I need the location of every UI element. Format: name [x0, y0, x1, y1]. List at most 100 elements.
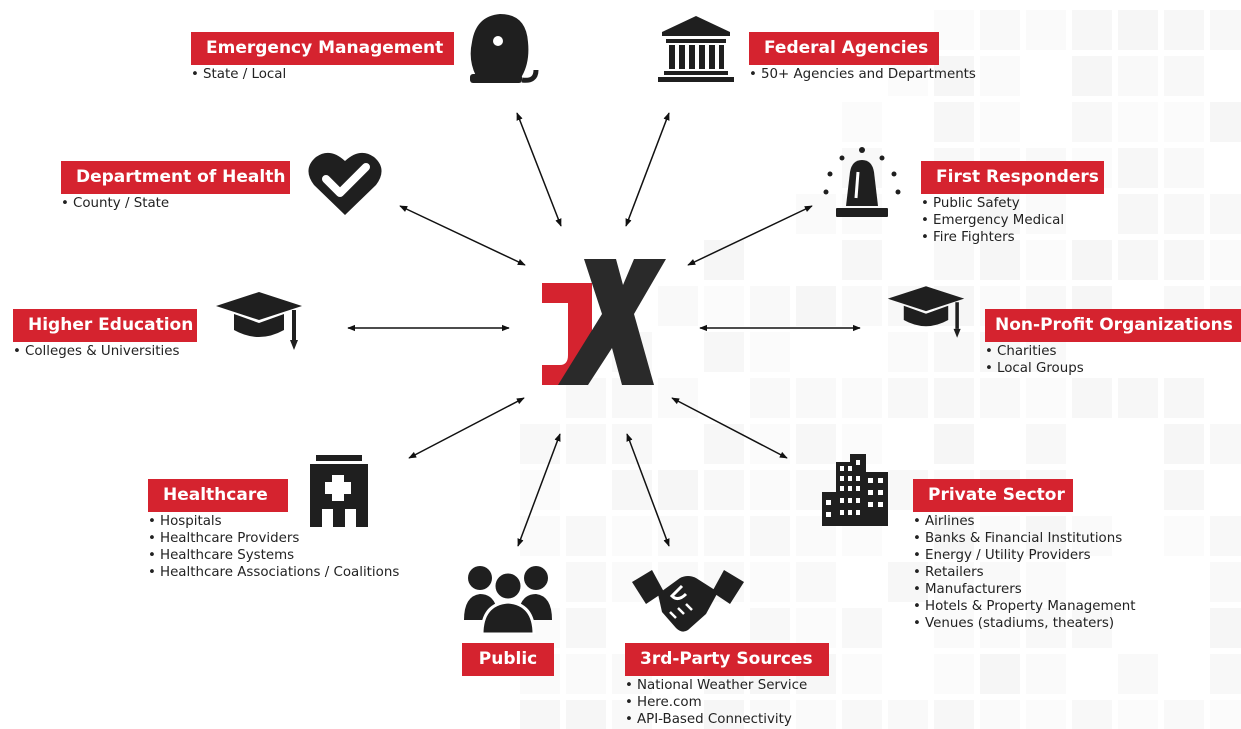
- background-tile: [1026, 378, 1066, 418]
- background-tile: [842, 378, 882, 418]
- background-tile: [1072, 240, 1112, 280]
- background-tile: [1072, 56, 1112, 96]
- background-tile: [750, 516, 790, 556]
- background-tile: [750, 286, 790, 326]
- node-bullets: Charities Local Groups: [985, 343, 1241, 377]
- bullet-item: Hospitals: [148, 513, 399, 530]
- background-tile: [1164, 240, 1204, 280]
- background-tile: [980, 654, 1020, 694]
- background-tile: [1210, 424, 1241, 464]
- bullet-item: National Weather Service: [625, 677, 829, 694]
- node-title: Emergency Management: [191, 32, 454, 65]
- node-bullets: County / State: [61, 195, 290, 212]
- node-public: Public: [462, 643, 554, 676]
- node-federal-agencies: Federal Agencies 50+ Agencies and Depart…: [749, 32, 976, 83]
- background-tile: [1072, 378, 1112, 418]
- background-tile: [1118, 56, 1158, 96]
- background-tile: [1118, 194, 1158, 234]
- background-tile: [1210, 240, 1241, 280]
- node-title: Public: [462, 643, 554, 676]
- background-tile: [1210, 608, 1241, 648]
- bullet-item: Hotels & Property Management: [913, 598, 1136, 615]
- background-tile: [1164, 700, 1204, 729]
- node-title: Federal Agencies: [749, 32, 939, 65]
- bullet-item: Charities: [985, 343, 1241, 360]
- node-bullets: 50+ Agencies and Departments: [749, 66, 976, 83]
- background-tile: [1164, 424, 1204, 464]
- background-tile: [1210, 102, 1241, 142]
- background-tile: [1210, 10, 1241, 50]
- background-tile: [1026, 424, 1066, 464]
- logo-letter-x: [558, 259, 666, 385]
- background-tile: [1072, 10, 1112, 50]
- background-tile: [1164, 56, 1204, 96]
- node-title: 3rd-Party Sources: [625, 643, 829, 676]
- background-tile: [1026, 654, 1066, 694]
- node-bullets: State / Local: [191, 66, 454, 83]
- background-tile: [796, 378, 836, 418]
- node-bullets: National Weather Service Here.com API-Ba…: [625, 677, 829, 728]
- background-tile: [980, 102, 1020, 142]
- background-tile: [704, 332, 744, 372]
- background-tile: [704, 516, 744, 556]
- background-tile: [1118, 378, 1158, 418]
- bullet-item: Fire Fighters: [921, 229, 1104, 246]
- node-title: Non-Profit Organizations: [985, 309, 1241, 342]
- background-tile: [796, 286, 836, 326]
- node-bullets: Colleges & Universities: [13, 343, 197, 360]
- background-tile: [1026, 10, 1066, 50]
- background-tile: [842, 240, 882, 280]
- graduation-cap-icon: [216, 292, 302, 350]
- background-tile: [980, 240, 1020, 280]
- arrow-private-sector: [671, 397, 788, 459]
- background-tile: [1026, 240, 1066, 280]
- node-title: Department of Health: [61, 161, 290, 194]
- background-tile: [566, 516, 606, 556]
- background-tile: [1118, 148, 1158, 188]
- background-tile: [1164, 102, 1204, 142]
- background-tile: [934, 700, 974, 729]
- node-title: Higher Education: [13, 309, 197, 342]
- background-tile: [750, 562, 790, 602]
- background-tile: [1164, 148, 1204, 188]
- jx-logo: [542, 259, 666, 385]
- node-bullets: Public Safety Emergency Medical Fire Fig…: [921, 195, 1104, 246]
- siren-light-icon: [823, 147, 901, 217]
- background-tile: [842, 608, 882, 648]
- people-group-icon: [464, 566, 552, 634]
- arrow-public: [517, 433, 561, 547]
- background-tile: [566, 562, 606, 602]
- bullet-item: Manufacturers: [913, 581, 1136, 598]
- background-tile: [566, 654, 606, 694]
- background-tile: [934, 424, 974, 464]
- background-tile: [1026, 700, 1066, 729]
- background-tile: [980, 56, 1020, 96]
- bullet-item: Retailers: [913, 564, 1136, 581]
- background-tile: [842, 286, 882, 326]
- arrow-federal-agencies: [625, 112, 670, 227]
- node-bullets: Hospitals Healthcare Providers Healthcar…: [148, 513, 399, 581]
- node-title: First Responders: [921, 161, 1104, 194]
- background-tile: [1118, 102, 1158, 142]
- background-tile: [1164, 10, 1204, 50]
- background-tile: [888, 378, 928, 418]
- background-tile: [1210, 700, 1241, 729]
- background-tile: [796, 424, 836, 464]
- arrow-third-party: [626, 433, 670, 547]
- bullet-item: Airlines: [913, 513, 1136, 530]
- background-tile: [842, 654, 882, 694]
- bullet-item: Colleges & Universities: [13, 343, 197, 360]
- background-tile: [566, 608, 606, 648]
- background-tile: [566, 700, 606, 729]
- background-tile: [1164, 194, 1204, 234]
- background-tile: [842, 102, 882, 142]
- background-tile: [1118, 700, 1158, 729]
- background-tile: [980, 700, 1020, 729]
- bullet-item: Local Groups: [985, 360, 1241, 377]
- background-tile: [704, 470, 744, 510]
- background-tile: [1118, 240, 1158, 280]
- background-tile: [1118, 654, 1158, 694]
- node-non-profit: Non-Profit Organizations Charities Local…: [985, 309, 1241, 377]
- background-tile: [1118, 10, 1158, 50]
